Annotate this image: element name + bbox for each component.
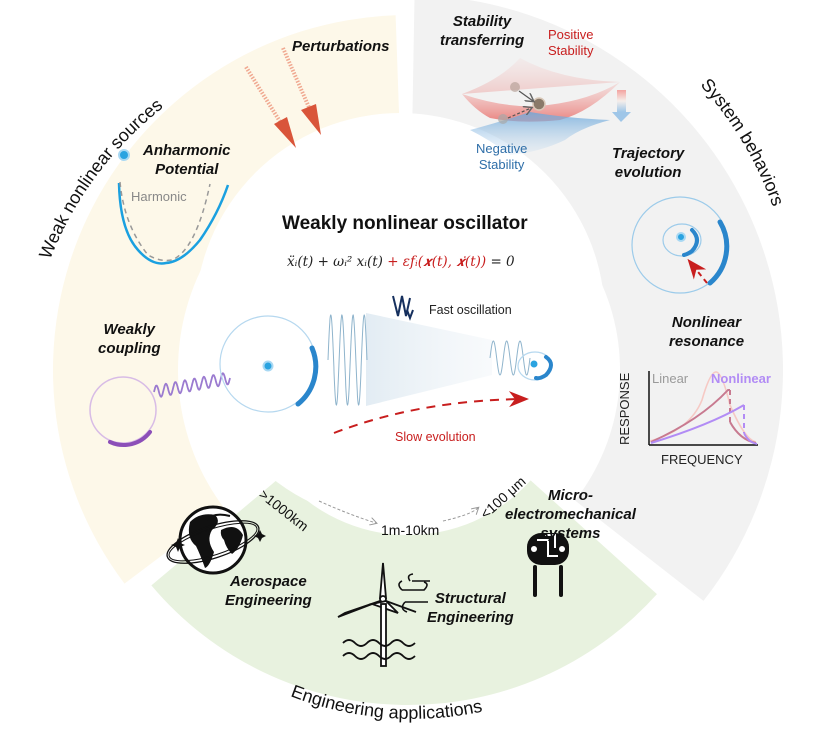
stability-transferring-label: Stability transferring — [440, 12, 524, 50]
fast-oscillation-wave — [327, 313, 531, 406]
slow-evolution-arrow — [333, 391, 529, 434]
anharmonic-potential-label: Anharmonic Potential — [143, 141, 231, 179]
stability-label-line1: Stability — [452, 13, 512, 30]
stability-label-line2: transferring — [440, 32, 525, 49]
resonance-label-line1: Nonlinear — [671, 314, 742, 331]
perturbation-arrows-icon — [244, 47, 321, 148]
mems-label-line3: systems — [540, 525, 601, 542]
trajectory-label-line2: evolution — [614, 164, 682, 181]
coupling-label-line2: coupling — [98, 340, 161, 357]
legend-nonlinear: Nonlinear — [711, 371, 771, 386]
structural-engineering-label: Structural Engineering — [427, 589, 514, 627]
legend-linear: Linear — [652, 371, 689, 386]
scale-arrows — [318, 500, 478, 523]
mems-label-line1: Micro- — [547, 487, 593, 504]
positive-label-line2: Stability — [548, 43, 594, 58]
equation-nonlinear-part: + εfᵢ(𝒙(t), 𝒙̇(t)) — [382, 254, 487, 270]
weakly-coupling-label: Weakly coupling — [98, 320, 161, 358]
anharmonic-label-line1: Anharmonic — [143, 142, 231, 159]
mems-icon — [527, 533, 569, 597]
nonlinear-curve-1 — [650, 389, 730, 443]
coupling-label-line1: Weakly — [103, 321, 155, 338]
fast-oscillation-icon — [392, 295, 414, 321]
wind-icon — [398, 573, 430, 613]
small-oscillator-icon — [517, 351, 553, 381]
aerospace-label-line2: Engineering — [225, 592, 312, 609]
positive-label-line1: Positive — [548, 27, 594, 42]
negative-stability-label: Negative Stability — [476, 141, 527, 173]
scale-label-medium: 1m-10km — [381, 522, 440, 538]
negative-label-line2: Stability — [478, 157, 525, 172]
positive-stability-label: Positive Stability — [548, 27, 594, 59]
resonance-label-line2: resonance — [669, 333, 745, 350]
center-disk — [195, 113, 605, 523]
center-title: Weakly nonlinear oscillator — [282, 213, 528, 234]
oscillator-equation: ẍᵢ(t) + ωᵢ² xᵢ(t) + εfᵢ(𝒙(t), 𝒙̇(t)) = 0 — [287, 254, 515, 270]
equation-linear-part: ẍᵢ(t) + ωᵢ² xᵢ(t) — [287, 254, 383, 270]
mems-label: Micro- electromechanical systems — [505, 486, 636, 543]
negative-label-line1: Negative — [476, 141, 528, 156]
trajectory-label-line1: Trajectory — [612, 145, 685, 162]
equation-end: = 0 — [486, 254, 515, 270]
resonance-chart — [648, 371, 758, 446]
resonance-x-label: FREQUENCY — [661, 452, 743, 467]
aerospace-label-line1: Aerospace — [229, 573, 307, 590]
resonance-y-label: RESPONSE — [617, 372, 632, 445]
wind-turbine-icon — [337, 562, 417, 667]
harmonic-label: Harmonic — [131, 189, 187, 204]
perturbations-label: Perturbations — [292, 38, 390, 55]
oscillator-circle-icon — [219, 315, 319, 413]
globe-icon — [166, 505, 266, 575]
stability-surfaces-icon — [462, 58, 631, 155]
aerospace-engineering-label: Aerospace Engineering — [225, 572, 312, 610]
slow-evolution-label: Slow evolution — [395, 430, 476, 444]
trajectory-evolution-icon — [631, 196, 730, 294]
weakly-coupling-icon — [89, 372, 231, 447]
fast-oscillation-label: Fast oscillation — [429, 303, 512, 317]
mems-label-line2: electromechanical — [505, 506, 636, 523]
anharmonic-label-line2: Potential — [155, 161, 219, 178]
trajectory-evolution-label: Trajectory evolution — [612, 144, 684, 182]
nonlinear-resonance-label: Nonlinear resonance — [669, 313, 744, 351]
structural-label-line1: Structural — [434, 590, 506, 607]
nonlinear-curve-2 — [650, 404, 745, 444]
anharmonic-potential-icon — [117, 149, 230, 265]
linear-curve — [649, 371, 757, 443]
structural-label-line2: Engineering — [427, 609, 514, 626]
